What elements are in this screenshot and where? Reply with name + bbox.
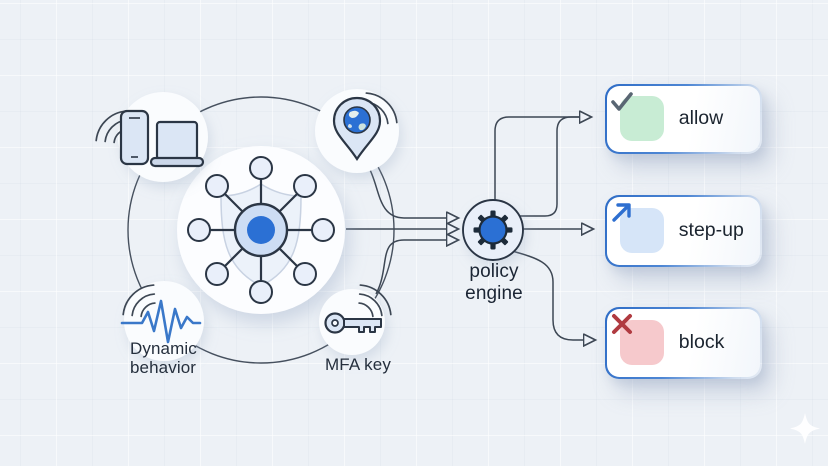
hub-core-dot: [247, 216, 275, 244]
devices-signal: [89, 92, 208, 182]
arrow-up-right-icon: [612, 203, 664, 254]
behavior-label: Dynamic behavior: [130, 339, 197, 377]
x-icon: [612, 314, 664, 366]
key-icon: [324, 312, 382, 334]
globe-icon: [343, 106, 371, 134]
mfa-signal: [319, 278, 398, 355]
edge-policy-to-allow-2: [520, 116, 580, 217]
outcome-label-stepup: step-up: [678, 219, 744, 242]
connector-lines-in: [346, 165, 448, 295]
policy-engine-node: [462, 199, 524, 261]
mfa-label: MFA key: [325, 355, 391, 374]
check-icon: [611, 92, 664, 142]
outcome-label-allow: allow: [678, 107, 724, 130]
gear-icon: [473, 210, 513, 250]
behavior-signal: [116, 278, 204, 361]
edge-policy-to-allow: [494, 117, 581, 201]
smartphone-icon: [119, 109, 150, 166]
outcome-card-allow: allow: [605, 84, 762, 154]
edge-mfa-to-policy: [375, 240, 448, 295]
location-signal: [315, 86, 404, 173]
connector-lines-out: [494, 116, 585, 340]
laptop-icon: [149, 120, 205, 168]
outcome-card-stepup: step-up: [605, 195, 762, 267]
edge-location-to-policy: [367, 165, 448, 218]
waveform-icon: [120, 299, 202, 344]
sparkle-icon: [790, 413, 820, 444]
hub-network-icon: [187, 156, 335, 304]
orbit-circle: [127, 96, 395, 364]
outcome-card-block: block: [605, 307, 762, 379]
policy-engine-label: policy engine: [465, 261, 523, 304]
outcome-label-block: block: [678, 331, 725, 354]
edge-policy-to-block: [511, 250, 585, 340]
